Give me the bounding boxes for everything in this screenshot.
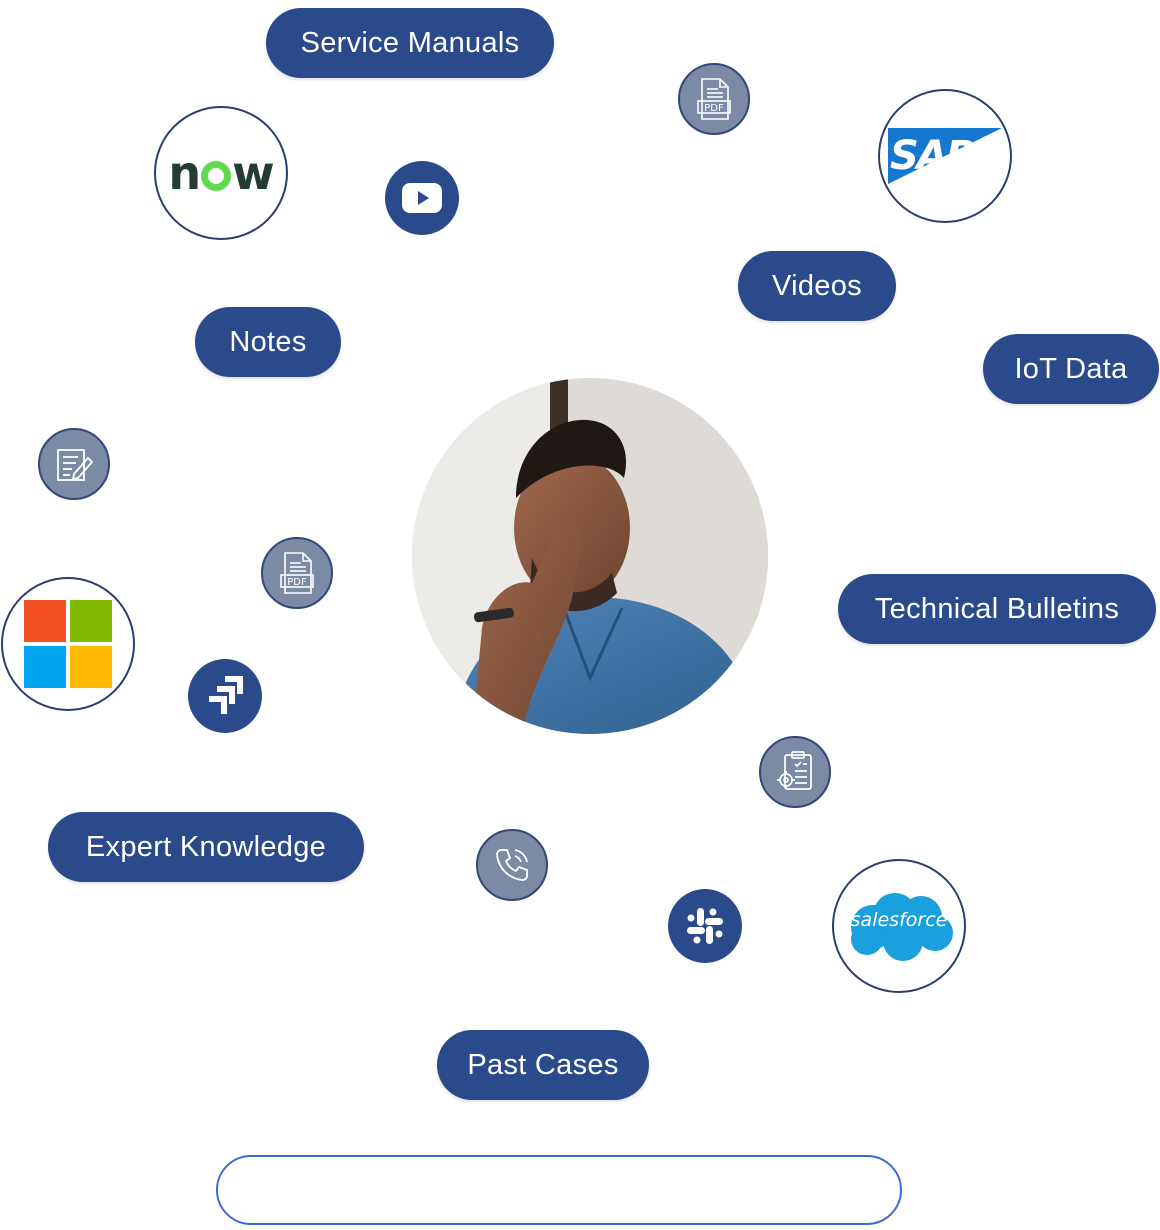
svg-text:PDF: PDF bbox=[704, 103, 724, 114]
microsoft-icon bbox=[24, 600, 112, 688]
slack-icon[interactable] bbox=[668, 889, 742, 963]
bottom-outline-bar[interactable] bbox=[216, 1155, 902, 1225]
salesforce-logo-text: salesforce bbox=[850, 909, 948, 931]
sap-logo: SAP bbox=[878, 89, 1012, 223]
salesforce-logo: salesforce bbox=[832, 859, 966, 993]
servicenow-logo: nw now bbox=[154, 106, 288, 240]
technical-bulletins-pill[interactable]: Technical Bulletins bbox=[838, 574, 1156, 644]
stressed-person-photo bbox=[412, 378, 768, 734]
phone-icon[interactable] bbox=[476, 829, 548, 901]
sap-badge: SAP bbox=[888, 128, 1002, 184]
sap-logo-text: SAP bbox=[890, 133, 975, 179]
iot-data-pill[interactable]: IoT Data bbox=[983, 334, 1159, 404]
microsoft-logo bbox=[1, 577, 135, 711]
service-manuals-pill[interactable]: Service Manuals bbox=[266, 8, 554, 78]
jira-icon[interactable] bbox=[188, 659, 262, 733]
salesforce-cloud: salesforce bbox=[843, 887, 955, 965]
expert-knowledge-pill[interactable]: Expert Knowledge bbox=[48, 812, 364, 882]
videos-pill[interactable]: Videos bbox=[738, 251, 896, 321]
notepad-icon[interactable] bbox=[38, 428, 110, 500]
svg-text:PDF: PDF bbox=[287, 577, 307, 588]
checklist-gear-icon[interactable] bbox=[759, 736, 831, 808]
pdf-icon[interactable]: PDF bbox=[678, 63, 750, 135]
youtube-icon[interactable] bbox=[385, 161, 459, 235]
pdf-icon[interactable]: PDF bbox=[261, 537, 333, 609]
past-cases-pill[interactable]: Past Cases bbox=[437, 1030, 649, 1100]
notes-pill[interactable]: Notes bbox=[195, 307, 341, 377]
